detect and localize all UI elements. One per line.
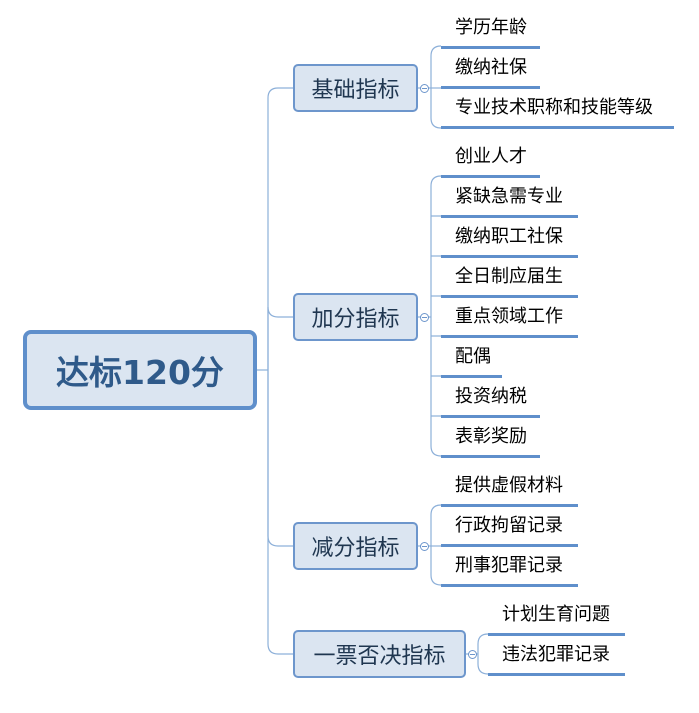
collapse-toggle-icon[interactable] bbox=[420, 542, 429, 551]
leaf-item[interactable]: 学历年龄 bbox=[441, 9, 540, 49]
category-veto-indicators[interactable]: 一票否决指标 bbox=[293, 630, 466, 678]
leaf-item[interactable]: 创业人才 bbox=[441, 138, 540, 178]
leaf-item[interactable]: 提供虚假材料 bbox=[441, 467, 578, 507]
leaf-item[interactable]: 缴纳社保 bbox=[441, 49, 540, 89]
leaf-item[interactable]: 重点领域工作 bbox=[441, 298, 578, 338]
leaf-item[interactable]: 配偶 bbox=[441, 338, 502, 378]
leaf-item[interactable]: 投资纳税 bbox=[441, 378, 540, 418]
central-topic[interactable]: 达标120分 bbox=[23, 330, 257, 410]
leaf-item[interactable]: 紧缺急需专业 bbox=[441, 178, 578, 218]
leaf-item[interactable]: 行政拘留记录 bbox=[441, 507, 578, 547]
leaf-item[interactable]: 刑事犯罪记录 bbox=[441, 547, 578, 587]
leaf-item[interactable]: 专业技术职称和技能等级 bbox=[441, 89, 674, 129]
leaf-item[interactable]: 违法犯罪记录 bbox=[488, 636, 625, 676]
category-deduction-indicators[interactable]: 减分指标 bbox=[293, 522, 418, 570]
leaf-item[interactable]: 表彰奖励 bbox=[441, 418, 540, 458]
collapse-toggle-icon[interactable] bbox=[420, 84, 429, 93]
category-basic-indicators[interactable]: 基础指标 bbox=[293, 64, 418, 112]
category-bonus-indicators[interactable]: 加分指标 bbox=[293, 293, 418, 341]
leaf-item[interactable]: 缴纳职工社保 bbox=[441, 218, 578, 258]
leaf-item[interactable]: 计划生育问题 bbox=[488, 596, 625, 636]
collapse-toggle-icon[interactable] bbox=[468, 650, 477, 659]
leaf-item[interactable]: 全日制应届生 bbox=[441, 258, 578, 298]
collapse-toggle-icon[interactable] bbox=[420, 313, 429, 322]
